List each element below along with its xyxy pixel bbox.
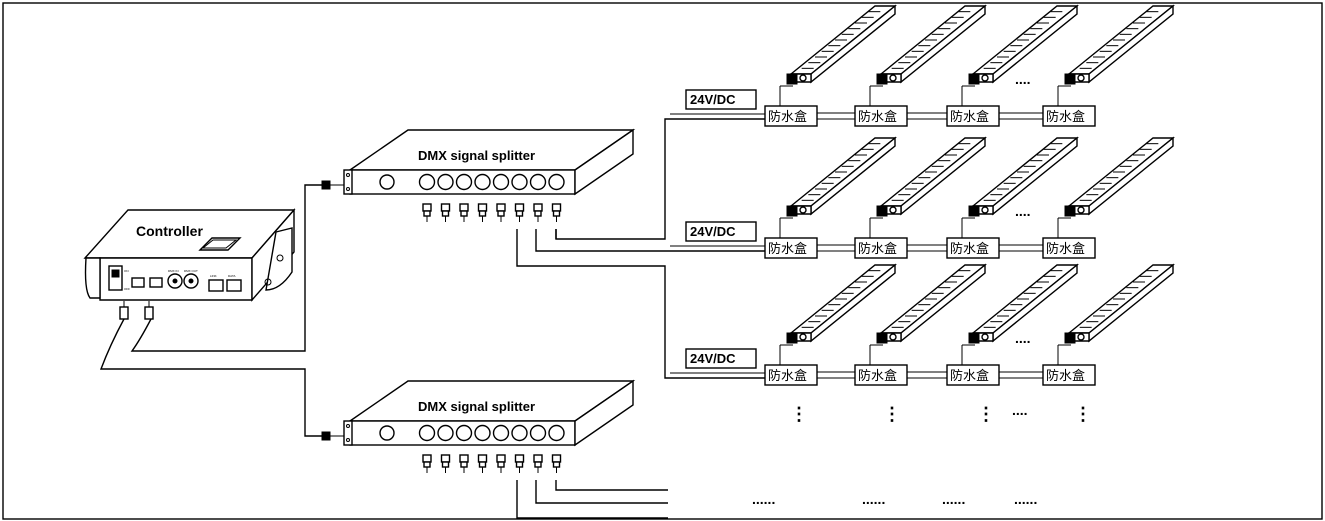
xlr-plug-icon [459, 454, 469, 473]
xlr-plug-icon [459, 203, 469, 222]
xlr-plug-icon [477, 203, 488, 222]
led-wall-washer-icon [779, 136, 897, 238]
bottom-ellipsis-1: ...... [752, 491, 775, 507]
junction-box-label: 防水盒 [858, 109, 897, 124]
fixture-rows: 24V/DC防水盒防水盒防水盒....防水盒24V/DC防水盒防水盒防水盒...… [685, 4, 1175, 424]
xlr-plug-icon [551, 203, 562, 222]
junction-box-label: 防水盒 [1046, 241, 1085, 256]
led-wall-washer-icon [1057, 136, 1175, 238]
xlr-plug-icon [551, 454, 562, 473]
junction-box-icon: 防水盒 [946, 105, 1000, 127]
column-ellipsis: ⋮ [1074, 404, 1092, 424]
xlr-plug-icon [514, 454, 525, 473]
power-label: 24V/DC [690, 351, 736, 366]
xlr-plug-icon [533, 454, 543, 473]
power-label-box [685, 221, 757, 242]
led-wall-washer-icon [961, 4, 1079, 106]
led-wall-washer-icon [869, 263, 987, 365]
power-label: 24V/DC [690, 224, 736, 239]
row-ellipsis-below: .... [1012, 402, 1028, 418]
splitter-1: DMX signal splitter [321, 128, 636, 222]
led-wall-washer-icon [779, 4, 897, 106]
junction-box-label: 防水盒 [858, 241, 897, 256]
junction-box-icon: 防水盒 [946, 364, 1000, 386]
splitter-2-output-cables [516, 480, 668, 519]
xlr-input-icon [321, 431, 331, 441]
junction-box-label: 防水盒 [950, 109, 989, 124]
controller-tag-on: ON [124, 269, 129, 273]
junction-box-icon: 防水盒 [854, 237, 908, 259]
row-ellipsis: .... [1015, 203, 1031, 219]
led-wall-washer-icon [1057, 4, 1175, 106]
column-ellipsis: ⋮ [977, 404, 995, 424]
led-wall-washer-icon [869, 136, 987, 238]
fixture-row-1: 24V/DC 防水盒 防水盒 防水盒.... 防水盒 [685, 4, 1175, 127]
splitter-2: DMX signal splitter [321, 379, 636, 473]
fixture-row-2: 24V/DC 防水盒 防水盒 防水盒.... 防水盒 [685, 136, 1175, 259]
junction-box-icon: 防水盒 [764, 237, 818, 259]
led-wall-washer-icon [961, 263, 1079, 365]
led-wall-washer-icon [779, 263, 897, 365]
junction-box-label: 防水盒 [950, 241, 989, 256]
xlr-plug-icon [440, 454, 451, 473]
row-ellipsis: .... [1015, 71, 1031, 87]
junction-box-icon: 防水盒 [854, 105, 908, 127]
xlr-plug-icon [440, 203, 451, 222]
led-wall-washer-icon [869, 4, 987, 106]
junction-box-label: 防水盒 [1046, 368, 1085, 383]
cable-controller-to-splitter-1 [130, 184, 322, 352]
junction-box-label: 防水盒 [768, 241, 807, 256]
controller-tag-data: DATA [228, 274, 236, 278]
splitter-2-label: DMX signal splitter [418, 399, 535, 414]
xlr-plug-icon [422, 454, 432, 473]
power-label: 24V/DC [690, 92, 736, 107]
controller-label: Controller [136, 223, 203, 239]
splitter-1-output-cables [516, 118, 765, 379]
power-label-box [685, 89, 757, 110]
xlr-plug-icon [533, 203, 543, 222]
column-ellipsis: ⋮ [883, 404, 901, 424]
bottom-ellipsis-4: ...... [1014, 491, 1037, 507]
junction-box-icon: 防水盒 [946, 237, 1000, 259]
junction-box-icon: 防水盒 [854, 364, 908, 386]
cable-controller-to-splitter-2 [99, 318, 322, 437]
xlr-input-icon [321, 180, 331, 190]
xlr-plug-icon [477, 454, 488, 473]
splitter-1-label: DMX signal splitter [418, 148, 535, 163]
junction-box-icon: 防水盒 [1042, 237, 1096, 259]
fixture-row-3: 24V/DC 防水盒 防水盒 防水盒.... 防水盒 ⋮ ⋮ ⋮ ⋮.... [685, 263, 1175, 424]
xlr-plug-icon [496, 203, 506, 222]
controller-tag-dmx-out: DMX OUT [184, 269, 198, 273]
bottom-ellipsis-3: ...... [942, 491, 965, 507]
controller-icon: ON OFF DMX IN DMX OUT LINK DATA [83, 208, 296, 320]
led-wall-washer-icon [1057, 263, 1175, 365]
junction-box-icon: 防水盒 [1042, 364, 1096, 386]
xlr-plug-icon [496, 454, 506, 473]
junction-box-icon: 防水盒 [764, 364, 818, 386]
column-ellipsis: ⋮ [790, 404, 808, 424]
bottom-ellipsis-2: ...... [862, 491, 885, 507]
controller-tag-off: OFF [124, 287, 130, 291]
power-label-box [685, 348, 757, 369]
controller-tag-dmx-in: DMX IN [168, 269, 179, 273]
row-ellipsis: .... [1015, 330, 1031, 346]
junction-box-label: 防水盒 [858, 368, 897, 383]
power-feed-lines [670, 113, 765, 374]
xlr-plug-icon [514, 203, 525, 222]
junction-box-label: 防水盒 [768, 368, 807, 383]
junction-box-icon: 防水盒 [1042, 105, 1096, 127]
junction-box-icon: 防水盒 [764, 105, 818, 127]
junction-box-label: 防水盒 [768, 109, 807, 124]
xlr-plug-icon [422, 203, 432, 222]
junction-box-label: 防水盒 [1046, 109, 1085, 124]
led-wall-washer-icon [961, 136, 1079, 238]
controller-tag-link: LINK [210, 274, 217, 278]
junction-box-label: 防水盒 [950, 368, 989, 383]
